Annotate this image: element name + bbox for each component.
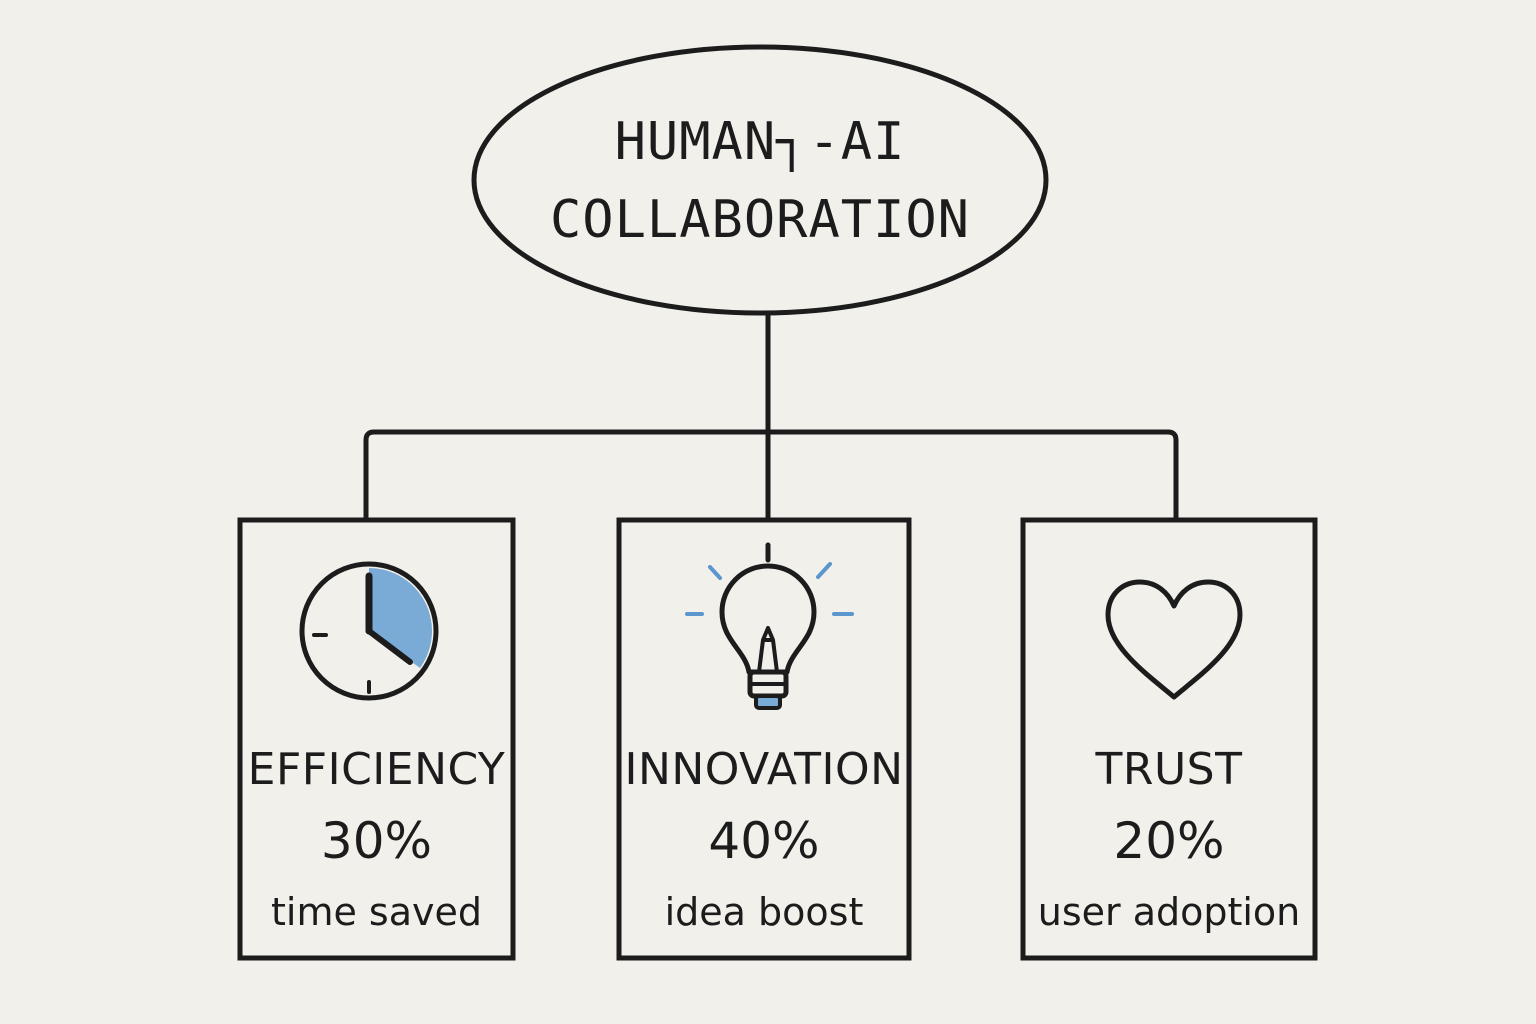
card-efficiency-value: 30% (320, 812, 433, 870)
diagram-title-line1: HUMAN┐-AI (614, 112, 906, 172)
card-innovation-label: INNOVATION (624, 744, 904, 795)
card-innovation (616, 517, 912, 961)
connector-lines (363, 310, 1179, 523)
card-trust-caption: user adoption (1037, 890, 1301, 934)
card-trust-label: TRUST (1095, 744, 1243, 795)
card-efficiency-caption: time saved (270, 890, 482, 934)
card-efficiency-label: EFFICIENCY (247, 744, 506, 795)
diagram-title-line2: COLLABORATION (550, 190, 970, 250)
card-innovation-caption: idea boost (664, 890, 864, 934)
heart-icon (1105, 579, 1243, 700)
card-efficiency (237, 517, 516, 961)
clock-icon (299, 561, 439, 701)
card-trust-value: 20% (1113, 812, 1225, 870)
card-trust (1020, 517, 1318, 961)
card-innovation-value: 40% (708, 812, 820, 870)
title-ellipse (471, 44, 1049, 316)
lightbulb-icon (685, 542, 854, 710)
